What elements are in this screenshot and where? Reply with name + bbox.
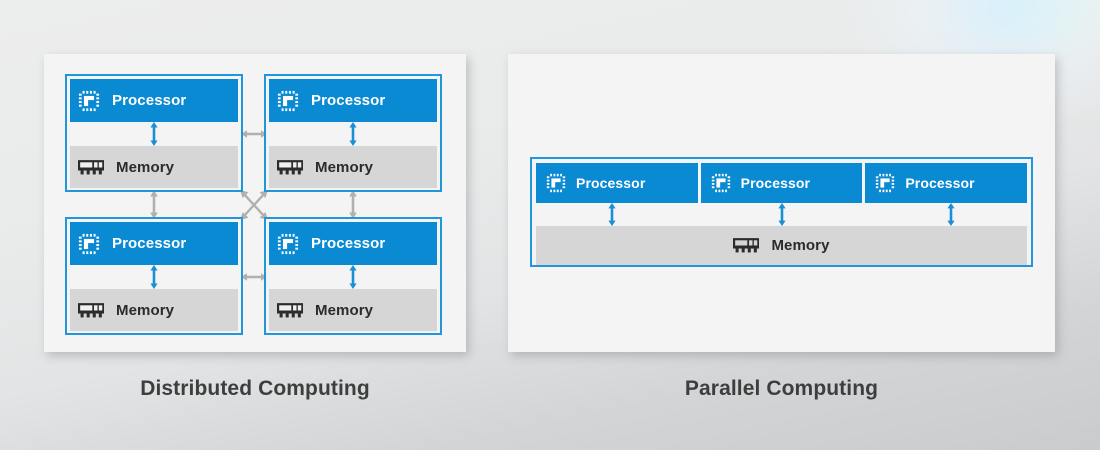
cpu-chip-icon bbox=[711, 173, 730, 193]
cpu-chip-icon bbox=[277, 90, 299, 111]
memory-label: Memory bbox=[116, 158, 175, 176]
ram-stick-icon bbox=[78, 159, 104, 174]
processor-bar[interactable]: Processor bbox=[536, 163, 698, 203]
connector-diagonal-cross bbox=[238, 188, 270, 222]
double-arrow-vertical-icon bbox=[349, 190, 357, 219]
cpu-chip-icon bbox=[876, 173, 895, 193]
processor-bar[interactable]: Processor bbox=[70, 79, 238, 122]
cpu-chip-icon bbox=[78, 233, 100, 254]
processor-bar[interactable]: Processor bbox=[269, 222, 437, 265]
processor-label: Processor bbox=[905, 175, 975, 191]
processor-bar[interactable]: Processor bbox=[700, 163, 863, 203]
cpu-chip-icon bbox=[546, 173, 566, 193]
processor-label: Processor bbox=[311, 235, 386, 252]
processor-label: Processor bbox=[112, 92, 187, 109]
distributed-node[interactable]: Processor Memory bbox=[264, 74, 442, 192]
connector-vertical-left bbox=[148, 190, 160, 219]
processor-bar[interactable]: Processor bbox=[269, 79, 437, 122]
double-arrow-vertical-icon bbox=[349, 122, 357, 146]
double-arrow-vertical-icon bbox=[150, 265, 158, 289]
memory-label: Memory bbox=[771, 237, 830, 254]
memory-label: Memory bbox=[315, 301, 374, 319]
crossed-double-arrows-icon bbox=[240, 190, 268, 220]
node-gap bbox=[269, 122, 437, 146]
shared-memory-bar[interactable]: Memory bbox=[536, 226, 1027, 265]
node-gap bbox=[70, 265, 238, 289]
node-gap bbox=[269, 265, 437, 289]
ram-stick-icon bbox=[78, 302, 104, 317]
double-arrow-vertical-icon bbox=[947, 203, 955, 226]
parallel-processor-row: Processor bbox=[536, 163, 1028, 203]
memory-bar[interactable]: Memory bbox=[269, 289, 437, 331]
parallel-computing-caption: Parallel Computing bbox=[684, 377, 879, 400]
double-arrow-vertical-icon bbox=[150, 122, 158, 146]
distributed-computing-caption: Distributed Computing bbox=[140, 377, 370, 400]
processor-label: Processor bbox=[576, 175, 646, 191]
parallel-system-group[interactable]: Processor bbox=[530, 157, 1033, 267]
node-gap bbox=[70, 122, 238, 146]
cpu-chip-icon bbox=[277, 233, 299, 254]
connector-vertical-right bbox=[347, 190, 359, 219]
processor-label: Processor bbox=[740, 175, 811, 191]
cpu-chip-icon bbox=[78, 90, 100, 111]
ram-stick-icon bbox=[733, 238, 760, 253]
memory-bar[interactable]: Memory bbox=[70, 146, 238, 188]
double-arrow-vertical-icon bbox=[608, 203, 616, 226]
distributed-node[interactable]: Processor Memory bbox=[65, 217, 243, 335]
processor-label: Processor bbox=[311, 92, 386, 109]
memory-bar[interactable]: Memory bbox=[269, 146, 437, 188]
parallel-gap bbox=[536, 203, 1027, 226]
processor-bar[interactable]: Processor bbox=[70, 222, 238, 265]
double-arrow-vertical-icon bbox=[777, 203, 786, 226]
ram-stick-icon bbox=[277, 302, 303, 317]
memory-label: Memory bbox=[315, 158, 374, 176]
ram-stick-icon bbox=[277, 159, 303, 174]
memory-bar[interactable]: Memory bbox=[70, 289, 238, 331]
double-arrow-vertical-icon bbox=[349, 265, 357, 289]
processor-bar[interactable]: Processor bbox=[865, 163, 1028, 203]
distributed-node[interactable]: Processor Memory bbox=[264, 217, 442, 335]
distributed-node[interactable]: Processor Memory bbox=[65, 74, 243, 192]
double-arrow-vertical-icon bbox=[150, 190, 158, 219]
memory-label: Memory bbox=[116, 301, 175, 319]
processor-label: Processor bbox=[112, 235, 187, 252]
